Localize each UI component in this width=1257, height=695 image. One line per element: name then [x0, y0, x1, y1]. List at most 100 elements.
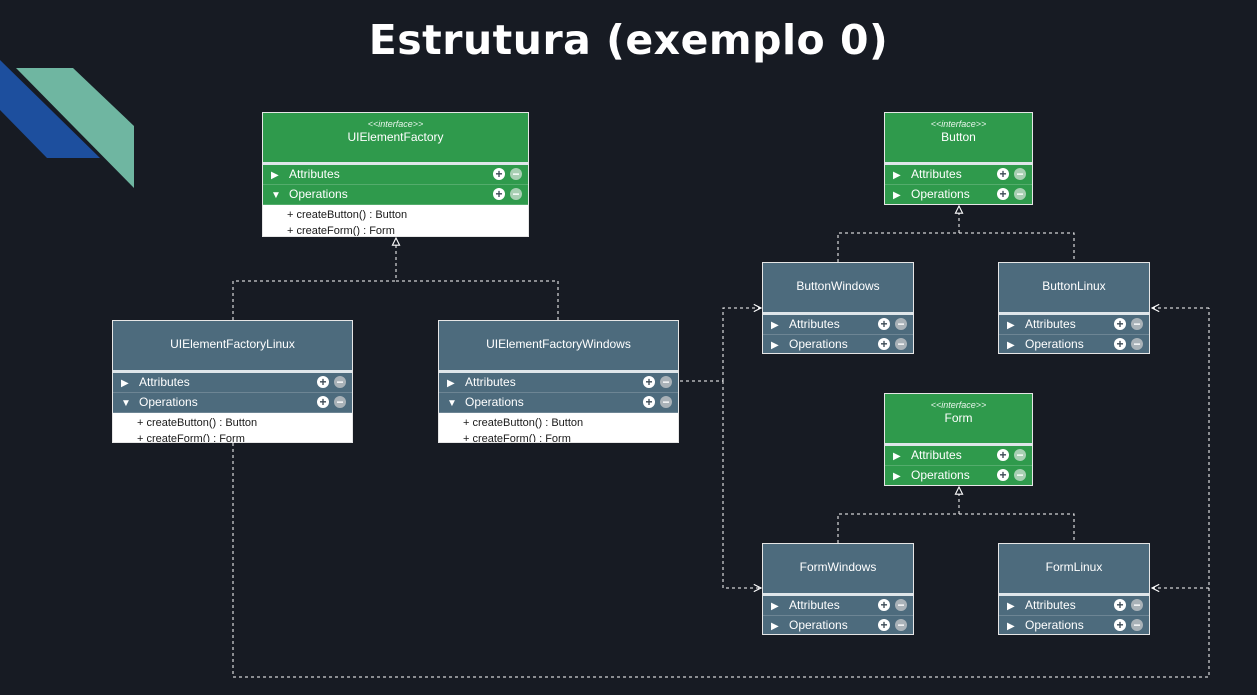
remove-attribute-minus-icon[interactable]: − [1014, 449, 1026, 461]
operations-section[interactable]: ▶Operations + − [999, 616, 1149, 634]
expand-triangle-icon[interactable]: ▶ [1007, 320, 1015, 331]
add-attribute-plus-icon[interactable]: + [997, 449, 1009, 461]
class-name: ButtonLinux [1042, 279, 1106, 293]
expand-triangle-icon[interactable]: ▶ [893, 170, 901, 181]
operation-item[interactable]: + createForm() : Form [287, 225, 395, 237]
operation-item[interactable]: + createButton() : Button [137, 417, 258, 429]
class-form[interactable]: <<interface>> Form ▶Attributes + − ▶Oper… [884, 393, 1033, 486]
remove-attribute-minus-icon[interactable]: − [334, 376, 346, 388]
class-name: FormLinux [1045, 560, 1103, 574]
add-operation-plus-icon[interactable]: + [878, 338, 890, 350]
class-button[interactable]: <<interface>> Button ▶Attributes + − ▶Op… [884, 112, 1033, 205]
class-form-linux[interactable]: FormLinux ▶Attributes + − ▶Operations + … [998, 543, 1150, 635]
realization-form-windows [837, 513, 1075, 543]
expand-triangle-icon[interactable]: ▶ [771, 601, 779, 612]
operations-section[interactable]: ▼Operations + − [263, 185, 528, 205]
expand-triangle-icon[interactable]: ▶ [447, 378, 455, 389]
attributes-section[interactable]: ▶Attributes + − [885, 165, 1032, 185]
remove-operation-minus-icon[interactable]: − [895, 619, 907, 631]
class-header: <<interface>> Form [885, 394, 1032, 446]
expand-triangle-icon[interactable]: ▶ [1007, 340, 1015, 351]
attributes-section[interactable]: ▶Attributes + − [763, 596, 913, 616]
operations-section[interactable]: ▶Operations + − [999, 335, 1149, 353]
class-form-windows[interactable]: FormWindows ▶Attributes + − ▶Operations … [762, 543, 914, 635]
add-operation-plus-icon[interactable]: + [493, 188, 505, 200]
add-attribute-plus-icon[interactable]: + [643, 376, 655, 388]
dependency-linux-trunk [232, 308, 1210, 678]
attributes-label: Attributes [465, 375, 516, 389]
class-button-linux[interactable]: ButtonLinux ▶Attributes + − ▶Operations … [998, 262, 1150, 354]
remove-attribute-minus-icon[interactable]: − [1131, 599, 1143, 611]
add-operation-plus-icon[interactable]: + [317, 396, 329, 408]
remove-attribute-minus-icon[interactable]: − [1131, 318, 1143, 330]
remove-attribute-minus-icon[interactable]: − [895, 599, 907, 611]
expand-triangle-icon[interactable]: ▶ [1007, 621, 1015, 632]
add-operation-plus-icon[interactable]: + [1114, 619, 1126, 631]
attributes-section[interactable]: ▶Attributes + − [763, 315, 913, 335]
attributes-label: Attributes [289, 167, 340, 181]
collapse-triangle-icon[interactable]: ▼ [447, 398, 457, 409]
add-attribute-plus-icon[interactable]: + [1114, 599, 1126, 611]
class-ui-element-factory-linux[interactable]: UIElementFactoryLinux ▶Attributes + − ▼O… [112, 320, 353, 443]
class-ui-element-factory[interactable]: <<interface>> UIElementFactory ▶Attribut… [262, 112, 529, 237]
class-name: FormWindows [799, 560, 877, 574]
add-operation-plus-icon[interactable]: + [997, 469, 1009, 481]
remove-operation-minus-icon[interactable]: − [1131, 338, 1143, 350]
operation-item[interactable]: + createButton() : Button [463, 417, 584, 429]
remove-attribute-minus-icon[interactable]: − [1014, 168, 1026, 180]
operations-section[interactable]: ▶Operations + − [763, 335, 913, 353]
add-operation-plus-icon[interactable]: + [1114, 338, 1126, 350]
operations-section[interactable]: ▼Operations + − [113, 393, 352, 413]
operations-section[interactable]: ▶Operations + − [763, 616, 913, 634]
class-header: ButtonWindows [763, 263, 913, 315]
collapse-triangle-icon[interactable]: ▼ [121, 398, 131, 409]
operation-item[interactable]: + createForm() : Form [137, 433, 245, 443]
attributes-section[interactable]: ▶Attributes + − [113, 373, 352, 393]
operations-section[interactable]: ▼Operations + − [439, 393, 678, 413]
expand-triangle-icon[interactable]: ▶ [893, 471, 901, 482]
add-attribute-plus-icon[interactable]: + [1114, 318, 1126, 330]
collapse-triangle-icon[interactable]: ▼ [271, 190, 281, 201]
expand-triangle-icon[interactable]: ▶ [893, 190, 901, 201]
remove-operation-minus-icon[interactable]: − [660, 396, 672, 408]
remove-attribute-minus-icon[interactable]: − [660, 376, 672, 388]
expand-triangle-icon[interactable]: ▶ [771, 340, 779, 351]
attributes-section[interactable]: ▶Attributes + − [885, 446, 1032, 466]
operation-item[interactable]: + createForm() : Form [463, 433, 571, 443]
class-button-windows[interactable]: ButtonWindows ▶Attributes + − ▶Operation… [762, 262, 914, 354]
class-name: Button [941, 130, 976, 144]
attributes-section[interactable]: ▶Attributes + − [999, 596, 1149, 616]
attributes-section[interactable]: ▶Attributes + − [999, 315, 1149, 335]
add-attribute-plus-icon[interactable]: + [317, 376, 329, 388]
add-operation-plus-icon[interactable]: + [643, 396, 655, 408]
add-attribute-plus-icon[interactable]: + [878, 599, 890, 611]
class-name: ButtonWindows [796, 279, 880, 293]
expand-triangle-icon[interactable]: ▶ [771, 320, 779, 331]
remove-operation-minus-icon[interactable]: − [1014, 188, 1026, 200]
attributes-section[interactable]: ▶ Attributes + − [439, 373, 678, 393]
expand-triangle-icon[interactable]: ▶ [1007, 601, 1015, 612]
remove-operation-minus-icon[interactable]: − [1131, 619, 1143, 631]
operations-section[interactable]: ▶Operations + − [885, 185, 1032, 204]
add-attribute-plus-icon[interactable]: + [493, 168, 505, 180]
expand-triangle-icon[interactable]: ▶ [771, 621, 779, 632]
remove-operation-minus-icon[interactable]: − [510, 188, 522, 200]
add-attribute-plus-icon[interactable]: + [997, 168, 1009, 180]
add-operation-plus-icon[interactable]: + [997, 188, 1009, 200]
operations-section[interactable]: ▶Operations + − [885, 466, 1032, 485]
remove-operation-minus-icon[interactable]: − [334, 396, 346, 408]
operation-item[interactable]: + createButton() : Button [287, 209, 408, 221]
class-ui-element-factory-windows[interactable]: UIElementFactoryWindows ▶Attributes + − … [438, 320, 679, 443]
attributes-section[interactable]: ▶ Attributes + − [263, 165, 528, 185]
expand-triangle-icon[interactable]: ▶ [893, 451, 901, 462]
remove-operation-minus-icon[interactable]: − [895, 338, 907, 350]
add-attribute-plus-icon[interactable]: + [878, 318, 890, 330]
expand-triangle-icon[interactable]: ▶ [271, 170, 279, 181]
add-operation-plus-icon[interactable]: + [878, 619, 890, 631]
remove-attribute-minus-icon[interactable]: − [895, 318, 907, 330]
remove-attribute-minus-icon[interactable]: − [510, 168, 522, 180]
remove-operation-minus-icon[interactable]: − [1014, 469, 1026, 481]
expand-triangle-icon[interactable]: ▶ [121, 378, 129, 389]
class-header: FormLinux [999, 544, 1149, 596]
